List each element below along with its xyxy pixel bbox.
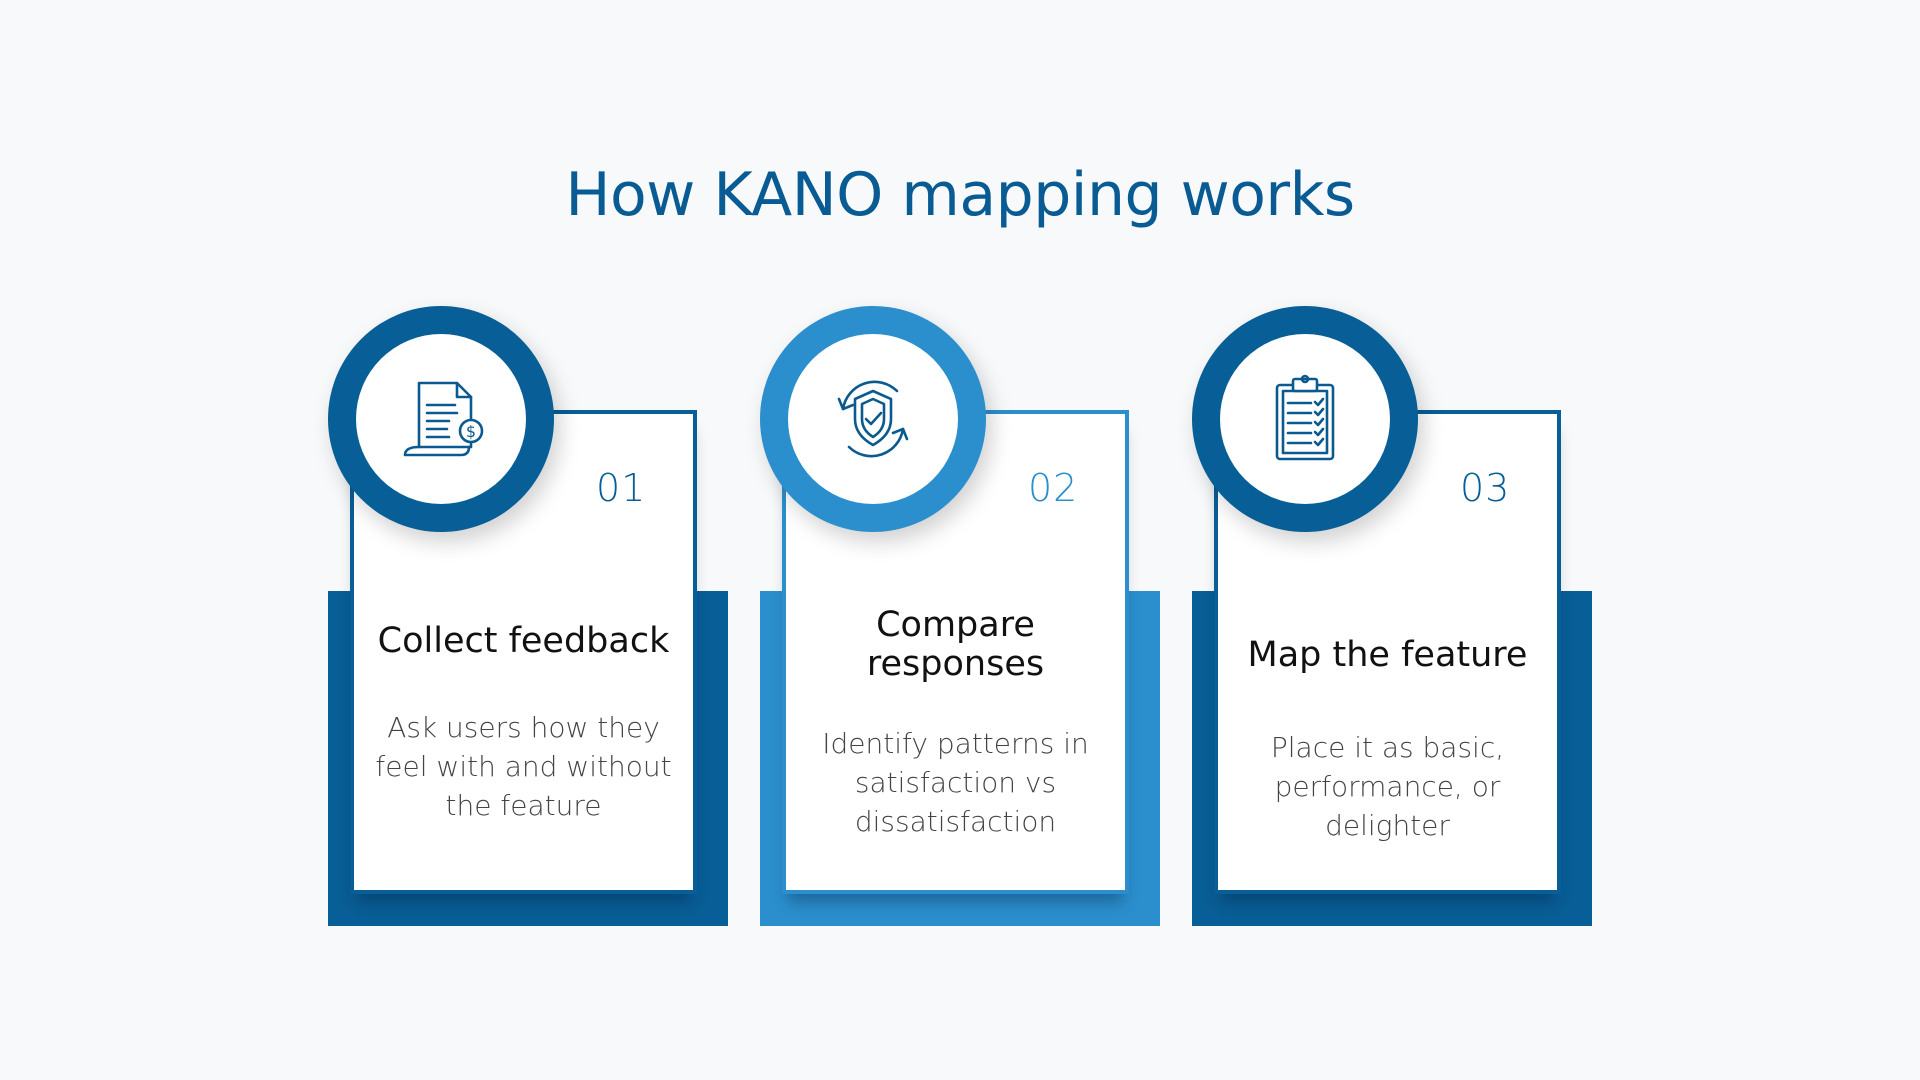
- step-number: 03: [1460, 466, 1511, 510]
- step-number: 01: [596, 466, 647, 510]
- step-card-compare-responses: 02 Compare responses Identify patterns i…: [760, 306, 1160, 926]
- icon-ring: [760, 306, 986, 532]
- step-number: 02: [1028, 466, 1079, 510]
- document-dollar-icon: $: [403, 381, 484, 457]
- step-card-map-feature: 03 Map the feature Place it as basic, pe…: [1192, 306, 1592, 926]
- icon-ring: $: [328, 306, 554, 532]
- step-heading: Compare responses: [866, 605, 1045, 684]
- icon-circle: [1220, 334, 1390, 504]
- step-description: Identify patterns in satisfaction vs dis…: [822, 727, 1089, 838]
- icon-ring: [1192, 306, 1418, 532]
- step-description: Place it as basic, performance, or delig…: [1270, 731, 1505, 842]
- icon-circle: $: [356, 334, 526, 504]
- step-description: Ask users how they feel with and without…: [375, 711, 672, 822]
- icon-circle: [788, 334, 958, 504]
- step-heading: Collect feedback: [377, 621, 670, 661]
- clipboard-checklist-icon: [1275, 374, 1335, 461]
- shield-check-cycle-icon: [837, 380, 909, 458]
- step-heading: Map the feature: [1247, 635, 1528, 675]
- svg-text:$: $: [466, 422, 476, 441]
- step-card-collect-feedback: $ 01 Collect feedback Ask users how they…: [328, 306, 728, 926]
- page-title: How KANO mapping works: [565, 160, 1355, 230]
